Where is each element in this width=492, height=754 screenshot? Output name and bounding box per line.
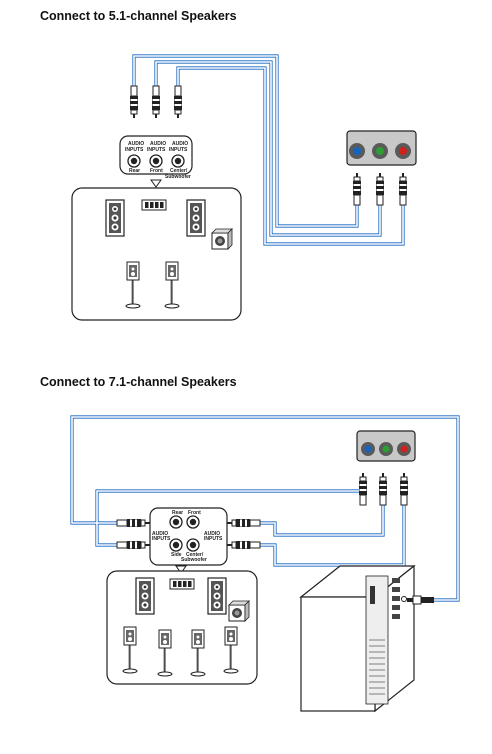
subwoofer-7 [228, 600, 250, 622]
input-label-right-l2: INPUTS [204, 536, 223, 542]
section-title-5-1: Connect to 5.1-channel Speakers [40, 9, 237, 23]
speaker-plugs-5-1 [129, 85, 183, 119]
input-label-front-l2: INPUTS [147, 147, 166, 153]
pc-audio-ports-5-1 [346, 130, 417, 206]
input-label-right-l1: AUDIO [204, 531, 220, 537]
optical-drive-slot [370, 586, 375, 604]
speaker-system-5-1 [71, 187, 242, 321]
audio-input-panel-7-1: Rear Front AUDIO INPUTS AUDIO INPUTS Sid… [149, 507, 228, 574]
jack-label-front-7: Front [188, 510, 201, 516]
input-label-left-l2: INPUTS [152, 536, 171, 542]
pc-tower [299, 564, 434, 713]
front-right-speaker-7 [207, 577, 227, 615]
input-label-rear-l1: AUDIO [128, 141, 144, 147]
jack-label-subwoofer: Subwoofer [165, 174, 191, 180]
port-red [399, 147, 407, 155]
front-right-speaker [186, 199, 206, 237]
front-panel-plug [407, 595, 434, 605]
jack-label-center-7: Center/ [186, 552, 204, 558]
jack-label-side-7: Side [171, 552, 182, 558]
jack-label-subwoofer-7: Subwoofer [181, 557, 207, 563]
subwoofer [211, 228, 233, 250]
headphone-jack-icon [401, 596, 407, 602]
jack-label-front: Front [150, 168, 163, 174]
jack-label-rear: Rear [129, 168, 140, 174]
audio-input-panel-5-1: AUDIO INPUTS AUDIO INPUTS AUDIO INPUTS R… [119, 135, 193, 188]
port-blue [353, 147, 361, 155]
port-green [376, 147, 384, 155]
front-left-speaker-7 [135, 577, 155, 615]
input-label-front-l1: AUDIO [150, 141, 166, 147]
input-label-rear-l2: INPUTS [125, 147, 144, 153]
jack-label-center: Center/ [170, 168, 188, 174]
port-green-7 [382, 445, 390, 453]
section-title-7-1: Connect to 7.1-channel Speakers [40, 375, 237, 389]
cables-5-1 [132, 54, 405, 246]
speaker-system-7-1 [106, 570, 258, 685]
jack-label-rear-7: Rear [172, 510, 183, 516]
port-red-7 [400, 445, 408, 453]
pc-audio-ports-7-1 [356, 430, 416, 506]
input-label-center-l1: AUDIO [172, 141, 188, 147]
port-blue-7 [364, 445, 372, 453]
input-label-left-l1: AUDIO [152, 531, 168, 537]
front-left-speaker [105, 199, 125, 237]
input-label-center-l2: INPUTS [169, 147, 188, 153]
